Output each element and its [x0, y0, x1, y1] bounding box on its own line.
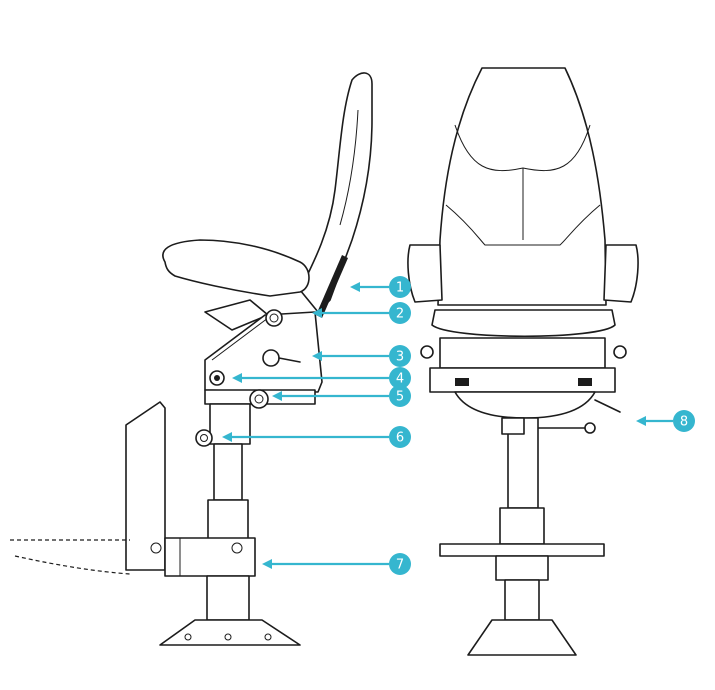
callout-6-number: 6	[396, 431, 404, 446]
callout-1: 1	[350, 276, 411, 298]
callout-6-badge	[389, 426, 411, 448]
side-plate-hole	[150, 542, 162, 554]
front-backrest	[437, 67, 607, 306]
side-base-bolt-3	[264, 633, 272, 641]
front-view-seat	[407, 67, 639, 656]
callout-4: 4	[232, 367, 411, 389]
callout-1-arrowhead	[350, 282, 360, 292]
side-platform-bottom	[14, 555, 131, 575]
side-housing-edge	[211, 317, 269, 361]
front-swivel-bowl	[454, 391, 596, 419]
callouts: 1 2 3 4 5 6 7 8	[222, 276, 695, 575]
callout-3: 3	[312, 345, 411, 367]
side-lever-3	[278, 357, 301, 363]
callout-4-arrowhead	[232, 373, 242, 383]
front-lever-knob	[584, 422, 596, 434]
callout-5-badge	[389, 385, 411, 407]
callout-8-badge	[673, 410, 695, 432]
front-backrest-lumbar-seam	[445, 204, 601, 246]
callout-7: 7	[262, 553, 411, 575]
callout-2-arrowhead	[312, 308, 322, 318]
side-knob-6-inner	[200, 434, 208, 442]
side-column-mid	[207, 499, 249, 541]
callout-2-badge	[389, 302, 411, 324]
front-pedestal-base	[467, 619, 577, 656]
callout-3-number: 3	[396, 350, 404, 365]
side-backrest-seam	[339, 109, 359, 226]
front-armrest-left	[407, 244, 443, 303]
side-seat-cushion	[162, 239, 310, 297]
side-base-bolt-2	[224, 633, 232, 641]
side-backrest-rear-strip	[316, 255, 348, 318]
callout-7-badge	[389, 553, 411, 575]
side-column-upper	[213, 443, 243, 501]
callout-4-badge	[389, 367, 411, 389]
callout-8-arrowhead	[636, 416, 646, 426]
front-slider-right	[578, 378, 592, 386]
front-slider-left	[455, 378, 469, 386]
callout-7-number: 7	[396, 558, 404, 573]
side-pedestal-base	[159, 619, 301, 646]
front-seat-cushion	[431, 309, 616, 338]
side-view-seat	[10, 72, 373, 646]
callout-6: 6	[222, 426, 411, 448]
callout-2-number: 2	[396, 307, 404, 322]
front-knob-right	[613, 345, 627, 359]
front-column-lower	[504, 579, 540, 621]
side-base-bolt-1	[184, 633, 192, 641]
side-clamp-hole	[231, 542, 243, 554]
front-column-mid	[499, 507, 545, 545]
front-mechanism-frame	[439, 337, 606, 369]
callout-7-arrowhead	[262, 559, 272, 569]
callout-3-badge	[389, 345, 411, 367]
side-knob-6	[195, 429, 213, 447]
side-knob-4-inner	[214, 375, 220, 381]
callout-3-arrowhead	[312, 351, 322, 361]
front-armrest-right	[603, 244, 639, 303]
side-knob-3	[262, 349, 280, 367]
front-column-clamp	[501, 417, 525, 435]
callout-2: 2	[312, 302, 411, 324]
callout-4-number: 4	[396, 372, 404, 387]
side-knob-2-inner	[269, 313, 279, 323]
side-base-clamp	[164, 537, 256, 577]
callout-1-number: 1	[396, 281, 404, 296]
front-foot-plate	[439, 543, 605, 557]
callout-1-badge	[389, 276, 411, 298]
side-vertical-plate	[125, 401, 166, 571]
side-knob-2	[265, 309, 283, 327]
front-column-below-plate	[495, 555, 549, 581]
front-knob-left	[420, 345, 434, 359]
callout-8: 8	[636, 410, 695, 432]
callout-8-number: 8	[680, 415, 688, 430]
front-lever-8-handle	[594, 399, 621, 413]
callout-6-arrowhead	[222, 432, 232, 442]
side-column-lower	[206, 575, 250, 621]
callout-5-arrowhead	[272, 391, 282, 401]
side-knob-5	[249, 389, 269, 409]
callout-5-number: 5	[396, 390, 404, 405]
callout-5: 5	[272, 385, 411, 407]
side-knob-5-inner	[254, 394, 264, 404]
